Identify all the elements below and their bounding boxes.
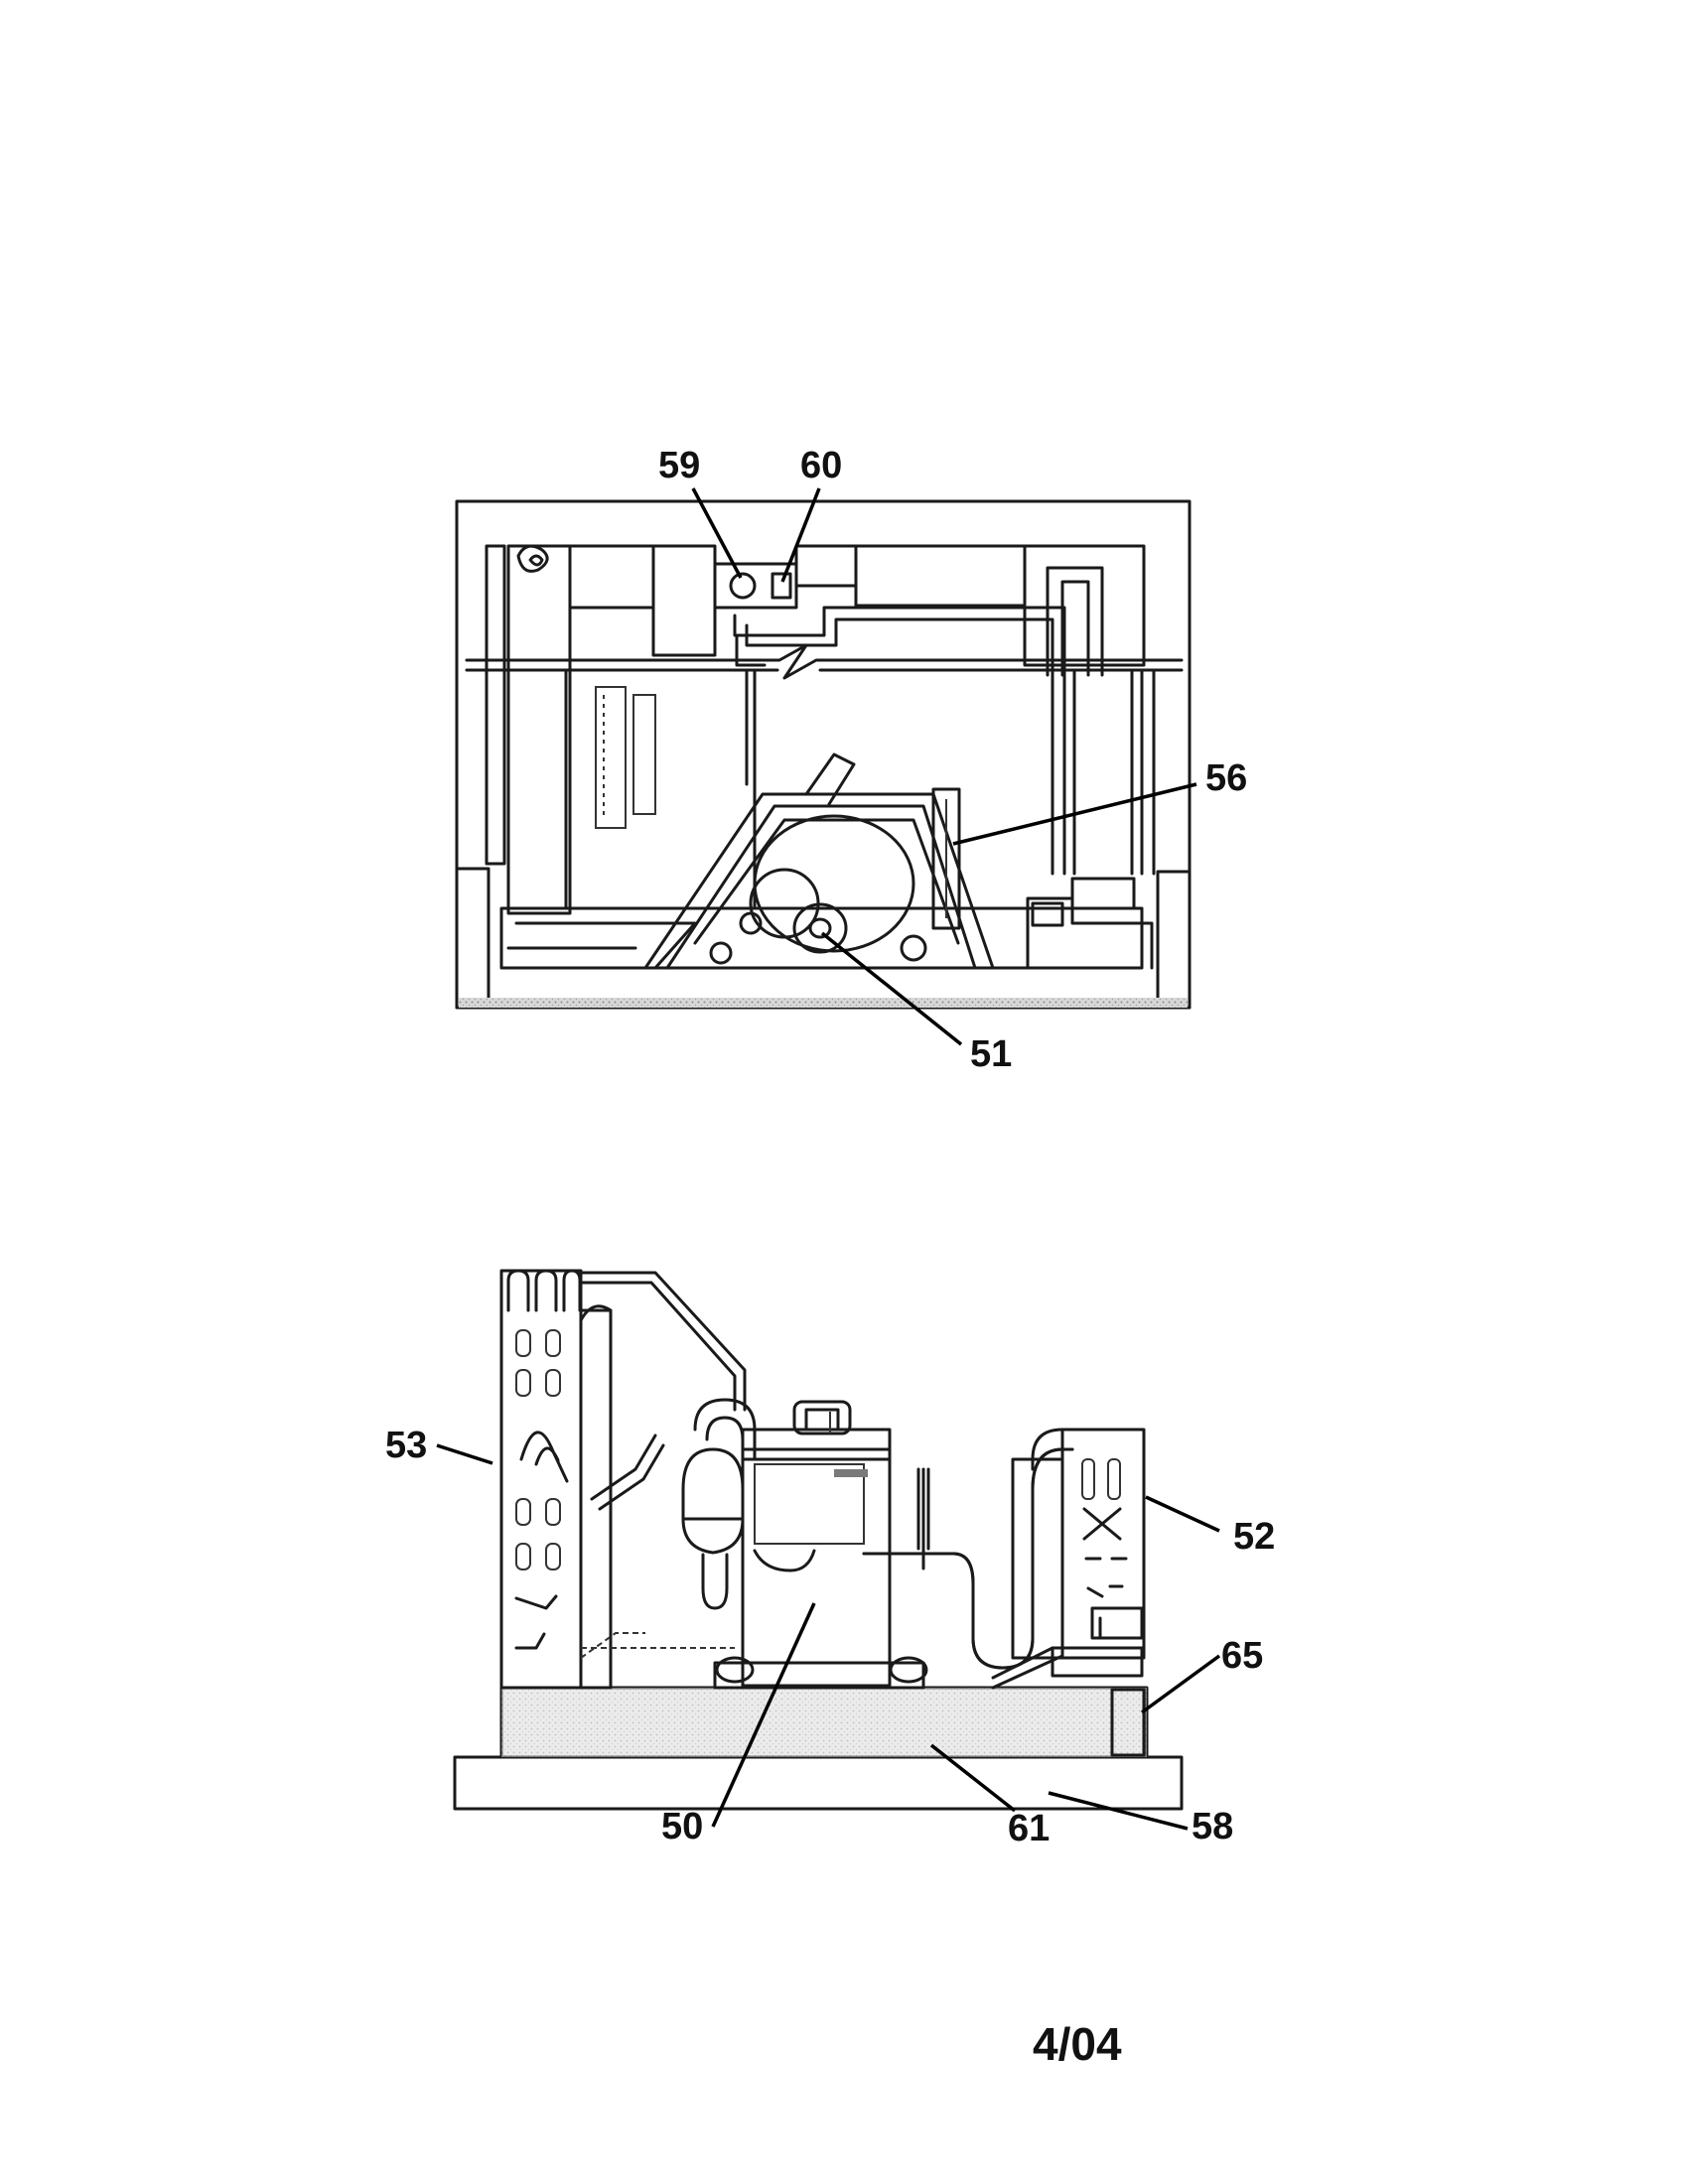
part-50	[741, 1400, 892, 1688]
leader-59	[691, 487, 743, 579]
bottom-view-callouts: 53 52 65 50 61 58	[385, 1425, 1275, 1849]
leader-52	[1145, 1495, 1220, 1533]
callout-52: 52	[1233, 1516, 1275, 1558]
top-view-callouts: 59 60 56 51	[658, 445, 1247, 1075]
callout-65: 65	[1221, 1635, 1263, 1677]
part-56	[931, 787, 961, 930]
part-60	[771, 572, 792, 600]
leader-61	[929, 1743, 1017, 1813]
callout-60: 60	[800, 445, 842, 486]
leader-50	[711, 1602, 816, 1828]
callout-56: 56	[1205, 757, 1247, 799]
part-59	[713, 562, 798, 610]
leader-51	[820, 931, 963, 1046]
bottom-view-drawing	[453, 1269, 1184, 1811]
part-51	[749, 814, 915, 954]
part-58	[453, 1755, 1184, 1811]
figure-number: 4/04	[1033, 2018, 1122, 2070]
part-61	[499, 1686, 1149, 1759]
callout-61: 61	[1008, 1808, 1050, 1849]
part-52	[1011, 1428, 1146, 1660]
part-65	[1110, 1688, 1146, 1757]
callout-50: 50	[661, 1806, 703, 1847]
leader-65	[1140, 1654, 1221, 1714]
part-53	[499, 1269, 613, 1690]
leader-58	[1048, 1791, 1189, 1831]
leader-60	[780, 487, 821, 583]
callout-51: 51	[970, 1033, 1012, 1075]
top-view-drawing	[455, 499, 1192, 1010]
callout-53: 53	[385, 1425, 427, 1466]
leader-53	[436, 1443, 493, 1465]
callout-58: 58	[1192, 1806, 1233, 1847]
leader-56	[952, 782, 1197, 846]
callout-59: 59	[658, 445, 700, 486]
